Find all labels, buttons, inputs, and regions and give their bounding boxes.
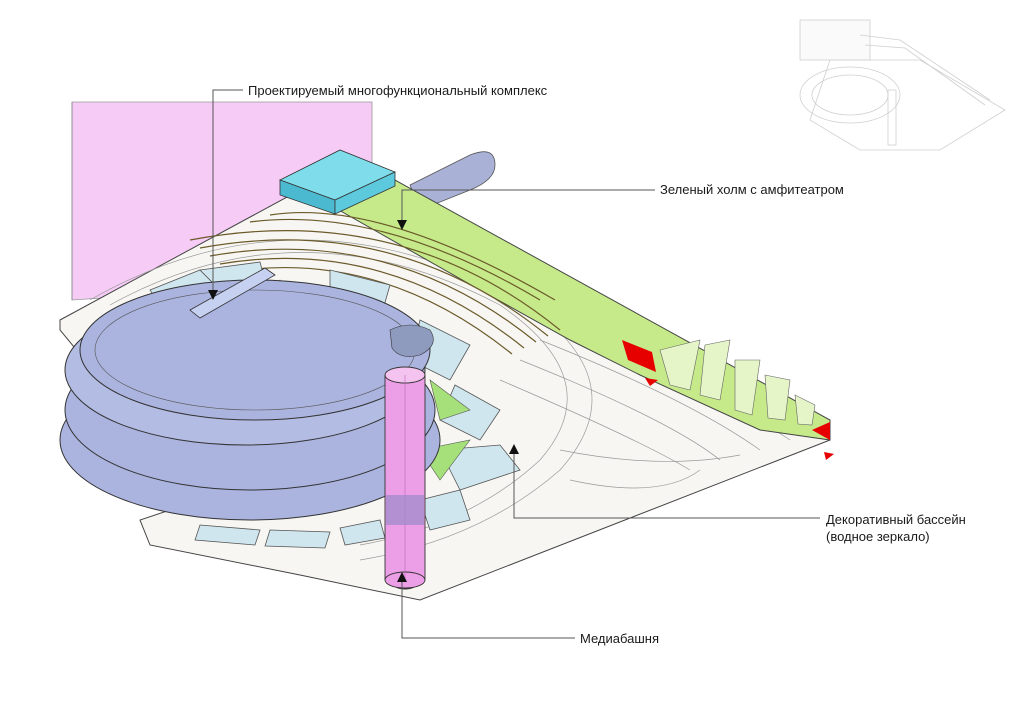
leader-arrows xyxy=(208,220,519,582)
rear-bar xyxy=(409,151,496,211)
label-green-hill: Зеленый холм с амфитеатром xyxy=(660,182,844,197)
label-multifunctional-complex: Проектируемый многофункциональный компле… xyxy=(248,83,548,98)
red-accent-2 xyxy=(645,378,658,386)
red-accent-3 xyxy=(812,422,830,440)
label-pool-line2: (водное зеркало) xyxy=(826,529,930,544)
leader-lines xyxy=(212,89,820,639)
overview-thumbnail xyxy=(799,19,1006,151)
arrow-tower xyxy=(397,572,407,582)
amphitheatre-steps xyxy=(189,212,561,355)
label-decorative-pool: Декоративный бассейн (водное зеркало) xyxy=(826,511,966,545)
media-tower xyxy=(384,366,426,590)
label-pool-line1: Декоративный бассейн xyxy=(826,512,966,527)
red-accent-1 xyxy=(622,340,656,372)
stadium-body xyxy=(59,279,441,521)
roof-bar xyxy=(189,267,276,319)
red-accent-4 xyxy=(824,452,834,460)
stadium-annex xyxy=(389,324,434,357)
arrow-complex xyxy=(208,290,218,300)
arrow-pool xyxy=(509,444,519,454)
arrow-hill xyxy=(397,220,407,230)
cyan-block xyxy=(278,149,397,215)
label-media-tower: Медиабашня xyxy=(580,631,660,646)
hill-contours xyxy=(659,339,816,426)
